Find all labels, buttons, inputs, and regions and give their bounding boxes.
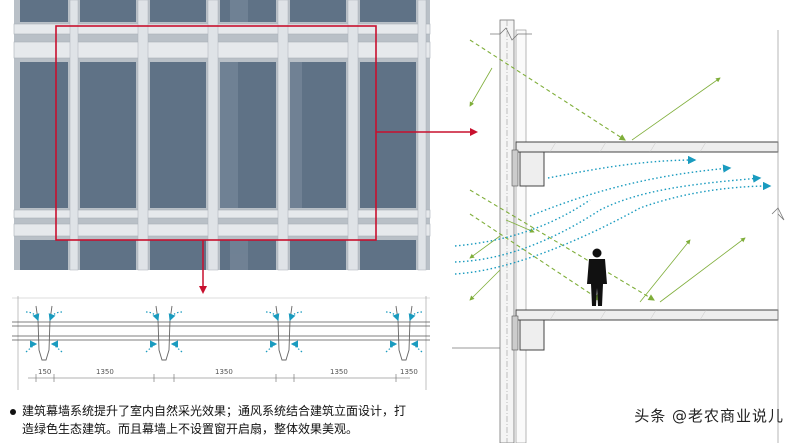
- facade-elevation: [13, 0, 478, 294]
- dim-label: 1350: [400, 368, 418, 376]
- fin-profile: [35, 305, 53, 361]
- caption: 建筑幕墙系统提升了室内自然采光效果；通风系统结合建筑立面设计，打 造绿色生态建筑…: [10, 402, 450, 438]
- dim-label: 1350: [215, 368, 233, 376]
- airflow-arrow: [385, 340, 398, 353]
- watermark: 头条 @老农商业说儿: [634, 407, 784, 425]
- airflow-arrow: [25, 340, 38, 353]
- bullet-icon: [10, 408, 16, 415]
- airflow-arrow: [408, 311, 423, 322]
- caption-line-2: 造绿色生态建筑。而且幕墙上不设置窗开启扇，整体效果美观。: [22, 422, 359, 436]
- airflow-arrow: [145, 340, 158, 353]
- airflow-arrow: [50, 340, 63, 353]
- airflow-arrow: [290, 340, 303, 353]
- airflow-arrow: [145, 311, 160, 322]
- section-detail: [452, 19, 785, 443]
- fin-profile: [395, 305, 413, 361]
- airflow-arrow: [170, 340, 183, 353]
- airflow-arrow: [265, 340, 278, 353]
- plan-detail: 150 1350 1350 1350 1350: [12, 296, 430, 390]
- dim-label: 150: [38, 368, 51, 376]
- airflow-arrow: [168, 311, 183, 322]
- airflow-arrow: [265, 311, 280, 322]
- dim-label: 1350: [96, 368, 114, 376]
- airflow-arrow: [48, 311, 63, 322]
- caption-line-1: 建筑幕墙系统提升了室内自然采光效果；通风系统结合建筑立面设计，打: [22, 404, 407, 418]
- airflow-arrow: [410, 340, 423, 353]
- dim-label: 1350: [330, 368, 348, 376]
- person-icon: [587, 248, 607, 306]
- airflow-arrow: [25, 311, 40, 322]
- fin-profile: [275, 305, 293, 361]
- fin-profile: [155, 305, 173, 361]
- airflow-arrow: [385, 311, 400, 322]
- airflow-arrow: [288, 311, 303, 322]
